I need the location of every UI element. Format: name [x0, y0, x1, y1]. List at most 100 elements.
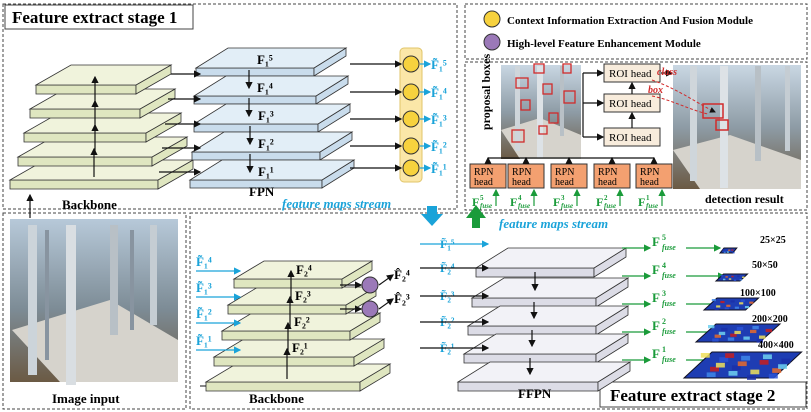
backbone1-label: Backbone — [62, 197, 117, 212]
rpn-input-label: F — [596, 195, 603, 209]
box-pointer — [651, 95, 709, 115]
rpn-head-label-line2: head — [474, 177, 493, 188]
rpn-head-label-line1: RPN — [512, 167, 531, 178]
ciefm-node-icon — [402, 159, 420, 177]
fpn-level-label: F₁⁵ — [257, 52, 273, 67]
scale-label: 25×25 — [760, 235, 786, 246]
fpn-output-label: F̃₁³ — [431, 112, 447, 127]
stage2-title: Feature extract stage 2 — [610, 386, 775, 405]
roi-head-label: ROI head — [609, 98, 652, 110]
ciefm-legend-icon — [483, 10, 501, 28]
fpn-output-label: F̃₁⁵ — [431, 57, 447, 72]
rpn-head-label-line1: RPN — [598, 167, 617, 178]
fuse-heatmaps: 25×25 50×50 100×100 200×200 400×400 — [682, 235, 803, 380]
rpn-input-sub: fuse — [561, 202, 573, 210]
proposal-box — [542, 83, 553, 95]
heatmap-1 — [682, 351, 803, 380]
fuse-level-sub: fuse — [662, 243, 676, 252]
class-pointer — [651, 79, 716, 113]
fuse-level-label: F — [652, 318, 660, 333]
fpn-layer-3 — [192, 103, 352, 133]
rpn-input-label: F — [553, 195, 560, 209]
box-label: box — [648, 85, 663, 96]
fpn-output-label: F̃₁⁴ — [431, 85, 447, 100]
fuse-level-label: F — [652, 234, 660, 249]
scale-label: 200×200 — [752, 314, 788, 325]
fpn-output-label: F̃₁¹ — [431, 161, 447, 176]
rpn-head-label-line2: head — [640, 177, 659, 188]
ciefm-node-icon — [402, 83, 420, 101]
fuse-level-sub: fuse — [662, 271, 676, 280]
rpn-head-box — [593, 163, 631, 189]
fuse-level-sup: 2 — [662, 317, 666, 326]
rpn-input-sup: 3 — [561, 194, 565, 202]
feature-maps-stream-label-1: feature maps stream — [282, 196, 391, 211]
fpn-level-label: F₁¹ — [258, 164, 274, 179]
detection-result-label: detection result — [705, 192, 784, 206]
heatmap-4 — [714, 273, 749, 282]
class-label: class — [657, 67, 677, 78]
proposal-box — [538, 125, 548, 135]
hfem-out-arrow — [378, 298, 394, 310]
detection-frame — [464, 61, 808, 211]
backbone2-level-label: F₂² — [294, 314, 310, 329]
rpn-input-sub: fuse — [646, 202, 658, 210]
fpn-layer-5 — [188, 159, 356, 189]
hfem-node-icon — [361, 276, 379, 294]
backbone2-layer-2 — [212, 338, 386, 367]
fpn-layer-1 — [194, 47, 348, 77]
rpn-head-box — [507, 163, 545, 189]
rpn-head-label-line2: head — [598, 177, 617, 188]
backbone2-layer-5 — [232, 260, 374, 289]
fuse-level-sup: 3 — [662, 289, 666, 298]
stage1-title-box — [4, 4, 194, 30]
rpn-input-label: F — [638, 195, 645, 209]
scale-label: 100×100 — [740, 288, 776, 299]
stream-up-arrow — [466, 205, 486, 228]
ffpn-layer-1 — [474, 247, 628, 278]
stage2-input-label: F̃₁² — [196, 306, 212, 321]
heatmap-5 — [718, 247, 738, 254]
hfem-output-label: F̂₂³ — [394, 291, 410, 306]
proposal-box — [511, 129, 525, 143]
ffpn-layer-2 — [470, 277, 630, 308]
rpn-head-label-line2: head — [555, 177, 574, 188]
fuse-level-label: F — [652, 290, 660, 305]
ciefm-legend-label: Context Information Extraction And Fusio… — [507, 15, 753, 27]
hfem-legend-label: High-level Feature Enhancement Module — [507, 38, 701, 50]
scale-label: 400×400 — [758, 340, 794, 351]
rpn-head-label-line2: head — [512, 177, 531, 188]
input-frame — [2, 212, 187, 410]
backbone1-layer-5 — [34, 64, 173, 95]
proposal-box — [562, 63, 572, 74]
ciefm-node-icon — [402, 110, 420, 128]
ffpn-layer-3 — [466, 305, 630, 336]
roi-head-label: ROI head — [609, 132, 652, 144]
rpn-head-box — [469, 163, 507, 189]
rpn-input-sup: 1 — [646, 194, 650, 202]
backbone2-layer-1 — [204, 363, 392, 392]
detection-image — [673, 65, 801, 189]
rpn-input-sup: 5 — [480, 194, 484, 202]
ffpn-layer-4 — [462, 333, 630, 364]
stage2-title-box — [599, 381, 807, 408]
rpn-head-label-line1: RPN — [640, 167, 659, 178]
stage2-frame — [189, 212, 808, 410]
hfem-legend-icon — [483, 33, 501, 51]
scale-label: 50×50 — [752, 260, 778, 271]
ciefm-node-icon — [402, 55, 420, 73]
proposal-boxes-label: proposal boxes — [479, 54, 493, 130]
proposal-box — [520, 99, 531, 111]
stage1-frame — [2, 3, 458, 210]
rpn-input-sup: 2 — [604, 194, 608, 202]
heatmap-2 — [694, 323, 782, 343]
proposal-box — [563, 90, 576, 104]
proposal-box — [548, 112, 559, 124]
proposal-box — [515, 77, 529, 89]
rpn-input-sup: 4 — [518, 194, 522, 202]
backbone1-stack — [8, 64, 195, 218]
